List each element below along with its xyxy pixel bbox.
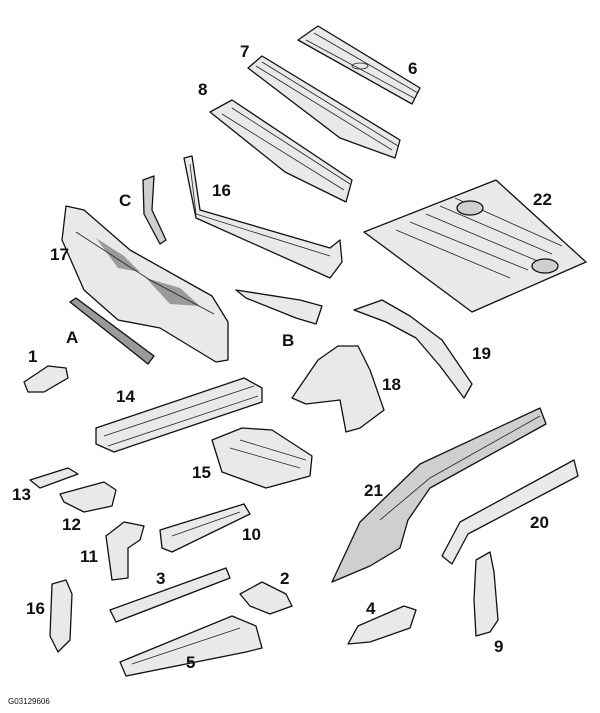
part-9-pillar [473, 551, 499, 637]
part-4-bracket [347, 605, 417, 645]
callout-2: 2 [280, 569, 289, 588]
part-18-inner-wheelhouse [291, 345, 385, 433]
part-14-crossmember [95, 377, 263, 453]
callout-c: C [119, 191, 131, 210]
part-8-cowl-lower-panel [209, 99, 353, 203]
part-17-firewall [61, 205, 229, 363]
callout-16-lower: 16 [26, 599, 45, 618]
callout-a: A [66, 328, 78, 347]
part-c-bracket [142, 175, 167, 245]
part-16-pillar-bracket [49, 579, 73, 653]
callout-18: 18 [382, 375, 401, 394]
callout-4: 4 [366, 599, 376, 618]
callout-12: 12 [62, 515, 81, 534]
part-2-bracket [239, 581, 293, 615]
part-1-bracket [23, 365, 69, 393]
callout-13: 13 [12, 485, 31, 504]
part-6-cowl-top-strip [297, 25, 421, 105]
callout-9: 9 [494, 637, 503, 656]
part-20-sill-reinforcement [441, 459, 579, 565]
part-3-rail [109, 567, 231, 623]
callout-17: 17 [50, 245, 69, 264]
callout-10: 10 [242, 525, 261, 544]
callout-21: 21 [364, 481, 383, 500]
callout-22: 22 [533, 190, 552, 209]
part-a-seal-strip [69, 297, 155, 365]
part-5-rail [119, 615, 263, 677]
callout-19: 19 [472, 344, 491, 363]
callout-20: 20 [530, 513, 549, 532]
part-12-bracket [59, 481, 117, 513]
callout-6: 6 [408, 59, 417, 78]
part-13-bracket [29, 467, 79, 489]
callout-14: 14 [116, 387, 135, 406]
part-11-bracket [105, 521, 145, 581]
part-16-side-rail [183, 155, 343, 279]
part-b-bracket [235, 289, 323, 325]
callout-11: 11 [80, 547, 98, 566]
part-10-reinforcement [159, 503, 251, 553]
callout-15: 15 [192, 463, 211, 482]
callout-b: B [282, 331, 294, 350]
callout-7: 7 [240, 42, 249, 61]
callout-16-upper: 16 [212, 181, 231, 200]
part-15-floor-bracket [211, 427, 313, 489]
part-21-longitudinal [331, 407, 547, 583]
part-22-floor-pan [363, 179, 587, 313]
callout-8: 8 [198, 80, 207, 99]
image-reference-code: G03129606 [8, 697, 50, 706]
part-7-cowl-panel [247, 55, 401, 159]
callout-5: 5 [186, 653, 195, 672]
callout-1: 1 [28, 347, 37, 366]
callout-3: 3 [156, 569, 165, 588]
part-19-arch-reinforcement [353, 299, 473, 399]
